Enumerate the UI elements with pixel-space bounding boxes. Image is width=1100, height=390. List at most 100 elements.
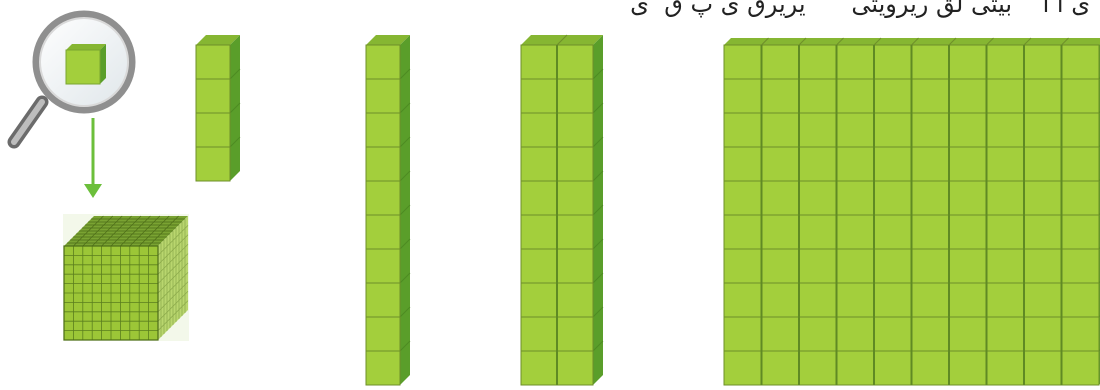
unit-cube <box>520 282 558 318</box>
cube-grid-line <box>157 290 189 322</box>
unit-cube <box>798 214 837 250</box>
block-side-edge <box>399 170 411 182</box>
unit-cube <box>1061 350 1100 386</box>
unit-cube <box>365 78 401 114</box>
block-top-face <box>724 38 1100 45</box>
unit-cube <box>556 282 594 318</box>
unit-cube <box>520 316 558 352</box>
unit-cube <box>723 146 762 182</box>
block-side-edge <box>399 204 411 216</box>
unit-cube <box>195 112 231 148</box>
block-side-edge <box>592 136 604 148</box>
cube-grid-line <box>157 281 189 313</box>
unit-cube <box>1023 350 1062 386</box>
unit-cube <box>836 112 875 148</box>
unit-cube <box>520 248 558 284</box>
block-top-edge <box>556 34 568 46</box>
unit-cube <box>911 214 950 250</box>
unit-cube <box>873 248 912 284</box>
unit-cube <box>1023 78 1062 114</box>
unit-cube <box>723 44 762 80</box>
unit-cube <box>948 282 987 318</box>
unit-cube <box>911 146 950 182</box>
unit-cube <box>986 316 1025 352</box>
block-side-edge <box>399 136 411 148</box>
unit-cube <box>911 44 950 80</box>
unit-cube <box>948 214 987 250</box>
unit-cube <box>911 350 950 386</box>
unit-cube <box>1061 146 1100 182</box>
unit-cube <box>798 44 837 80</box>
unit-cube <box>911 248 950 284</box>
two-column-rod <box>520 34 604 386</box>
unit-cube <box>798 316 837 352</box>
block-side-edge <box>592 340 604 352</box>
cube-grid-line <box>157 300 189 331</box>
unit-cube <box>365 214 401 250</box>
unit-cube <box>948 112 987 148</box>
unit-cube <box>520 44 558 80</box>
unit-cube <box>723 316 762 352</box>
unit-cube <box>556 350 594 386</box>
unit-cube <box>798 112 837 148</box>
unit-cube <box>986 248 1025 284</box>
block-side-edge <box>229 136 241 148</box>
block-side-edge <box>229 102 241 114</box>
block-side-edge <box>399 340 411 352</box>
unit-cube <box>1061 112 1100 148</box>
unit-cube <box>365 350 401 386</box>
unit-cube <box>520 214 558 250</box>
unit-cube <box>948 180 987 216</box>
unit-cube <box>948 44 987 80</box>
four-cube-rod <box>195 35 241 182</box>
unit-cube <box>986 214 1025 250</box>
ten-cube-rod <box>365 35 411 386</box>
unit-cube <box>761 44 800 80</box>
unit-cube <box>556 146 594 182</box>
unit-cube <box>723 282 762 318</box>
block-top-edge <box>911 37 919 46</box>
thousand-cube-icon <box>63 214 189 341</box>
unit-cube <box>836 78 875 114</box>
unit-cube <box>1023 180 1062 216</box>
block-side-edge <box>592 102 604 114</box>
unit-cube <box>1061 44 1100 80</box>
unit-cube <box>556 180 594 216</box>
unit-cube <box>911 282 950 318</box>
unit-cube <box>1061 78 1100 114</box>
block-top-edge <box>1061 37 1069 46</box>
unit-cube <box>1061 180 1100 216</box>
unit-cube <box>986 282 1025 318</box>
unit-cube <box>873 44 912 80</box>
unit-cube <box>520 180 558 216</box>
unit-cube <box>723 78 762 114</box>
unit-cube <box>1023 214 1062 250</box>
block-side-edge <box>399 272 411 284</box>
unit-cube <box>556 214 594 250</box>
unit-cube <box>761 112 800 148</box>
block-top-edge <box>948 37 957 46</box>
unit-cube <box>798 282 837 318</box>
unit-cube <box>948 78 987 114</box>
unit-cube <box>986 146 1025 182</box>
unit-cube <box>986 112 1025 148</box>
unit-cube <box>556 248 594 284</box>
unit-cube <box>761 146 800 182</box>
unit-cube <box>986 180 1025 216</box>
unit-cube <box>836 350 875 386</box>
block-top-edge <box>798 37 807 46</box>
unit-cube <box>798 180 837 216</box>
unit-cube <box>873 350 912 386</box>
block-side-edge <box>592 68 604 80</box>
block-top-edge <box>836 37 844 46</box>
unit-cube <box>1023 146 1062 182</box>
unit-cube <box>556 44 594 80</box>
unit-cube <box>520 350 558 386</box>
unit-cube <box>520 112 558 148</box>
unit-cube <box>1023 316 1062 352</box>
unit-cube <box>873 146 912 182</box>
unit-cube <box>761 350 800 386</box>
unit-cube <box>761 248 800 284</box>
unit-cube <box>986 78 1025 114</box>
block-side-edge <box>592 306 604 318</box>
